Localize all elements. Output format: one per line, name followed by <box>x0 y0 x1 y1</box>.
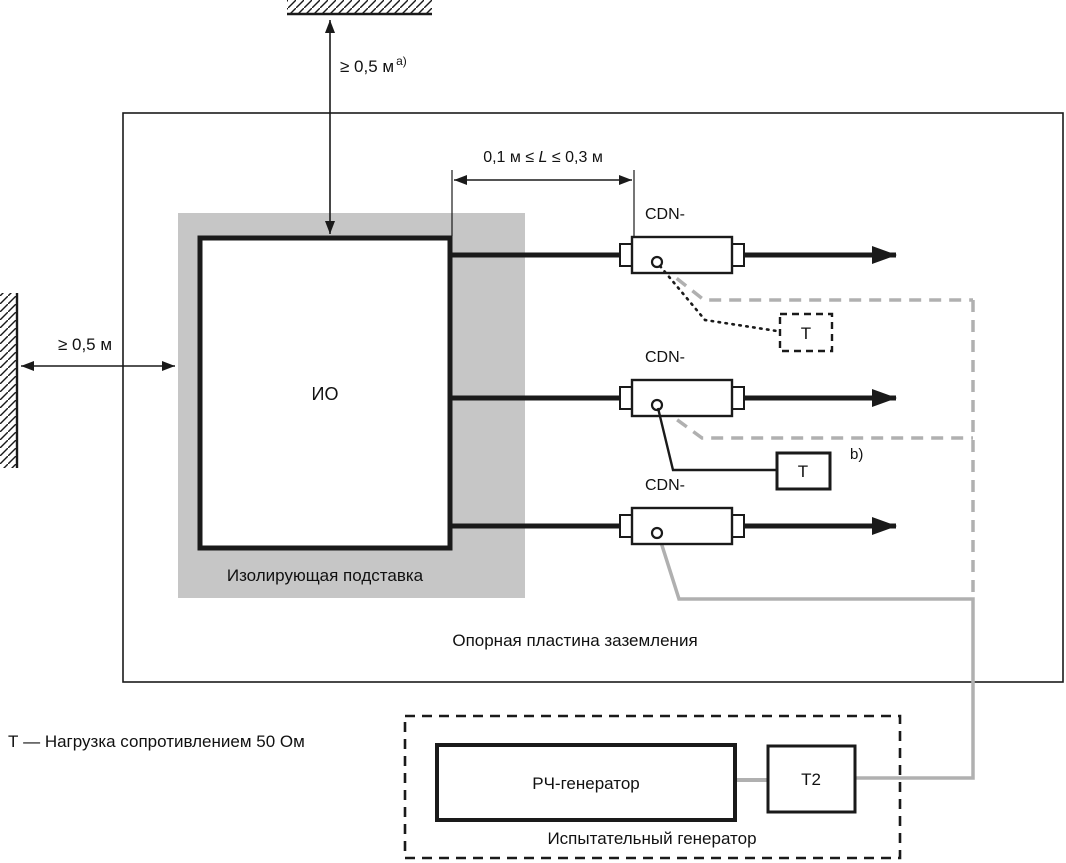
ground-plane-label: Опорная пластина заземления <box>452 631 697 650</box>
test-generator-label: Испытательный генератор <box>547 829 756 848</box>
cdn1: CDN- <box>619 206 745 275</box>
test-generator-box <box>403 714 902 860</box>
cdn3-port <box>650 526 664 540</box>
top-clearance-value: ≥ 0,5 м <box>340 57 394 76</box>
wall-hatch-fill <box>0 293 17 468</box>
cdn2-port <box>650 398 664 412</box>
cdn1-right-flange <box>731 243 745 267</box>
cdn2: CDN- <box>619 349 745 418</box>
t2-label: Т2 <box>801 770 821 789</box>
legend-text: Т — Нагрузка сопротивлением 50 Ом <box>8 732 305 751</box>
ceiling-hatch <box>287 0 432 16</box>
eut-box <box>197 235 453 551</box>
cdn3-measure-cable-solid <box>657 535 975 780</box>
ceiling-hatch-fill <box>287 0 432 14</box>
cdn2-load-lead-solid <box>656 407 776 472</box>
cable-length-label: 0,1 м ≤ L ≤ 0,3 м <box>483 149 603 166</box>
cdn1-body <box>630 235 734 275</box>
insulating-support-label: Изолирующая подставка <box>227 566 424 585</box>
wall-hatch <box>0 293 19 468</box>
left-clearance-label: ≥ 0,5 м <box>58 335 112 354</box>
rf-generator-label: РЧ-генератор <box>532 774 640 793</box>
footnote-b: b) <box>850 446 863 463</box>
cdn2-load-box <box>775 451 832 491</box>
rf-generator-box <box>435 743 737 822</box>
cable-length-pre: 0,1 м ≤ <box>483 149 538 166</box>
cdn3-right-flange <box>731 514 745 538</box>
cdn3: CDN- <box>619 477 745 546</box>
cdn2-measure-cable-dashed <box>659 406 973 440</box>
cdn1-load-box-dashed <box>778 312 834 353</box>
cdn1-left-flange <box>619 243 633 267</box>
cdn2-label: CDN- <box>645 349 685 366</box>
eut-label: ИО <box>312 384 339 404</box>
cdn1-load-label: Т <box>801 324 811 343</box>
cdn2-body <box>630 378 734 418</box>
cdn1-load-lead-dotted <box>658 264 779 333</box>
footnote-a: a) <box>396 54 407 68</box>
cdn3-left-flange <box>619 514 633 538</box>
cdn2-left-flange <box>619 386 633 410</box>
cdn1-port <box>650 255 664 269</box>
cdn3-body <box>630 506 734 546</box>
cable-length-var: L <box>539 149 548 166</box>
cable-length-post: ≤ 0,3 м <box>547 149 602 166</box>
cdn1-label: CDN- <box>645 206 685 223</box>
cdn3-label: CDN- <box>645 477 685 494</box>
ground-plane-box <box>122 112 1064 683</box>
t2-box <box>766 744 857 814</box>
cdn2-right-flange <box>731 386 745 410</box>
cdn2-load-label: Т <box>798 462 808 481</box>
test-generator: РЧ-генератор Т2 Испытательный генератор <box>403 714 902 860</box>
